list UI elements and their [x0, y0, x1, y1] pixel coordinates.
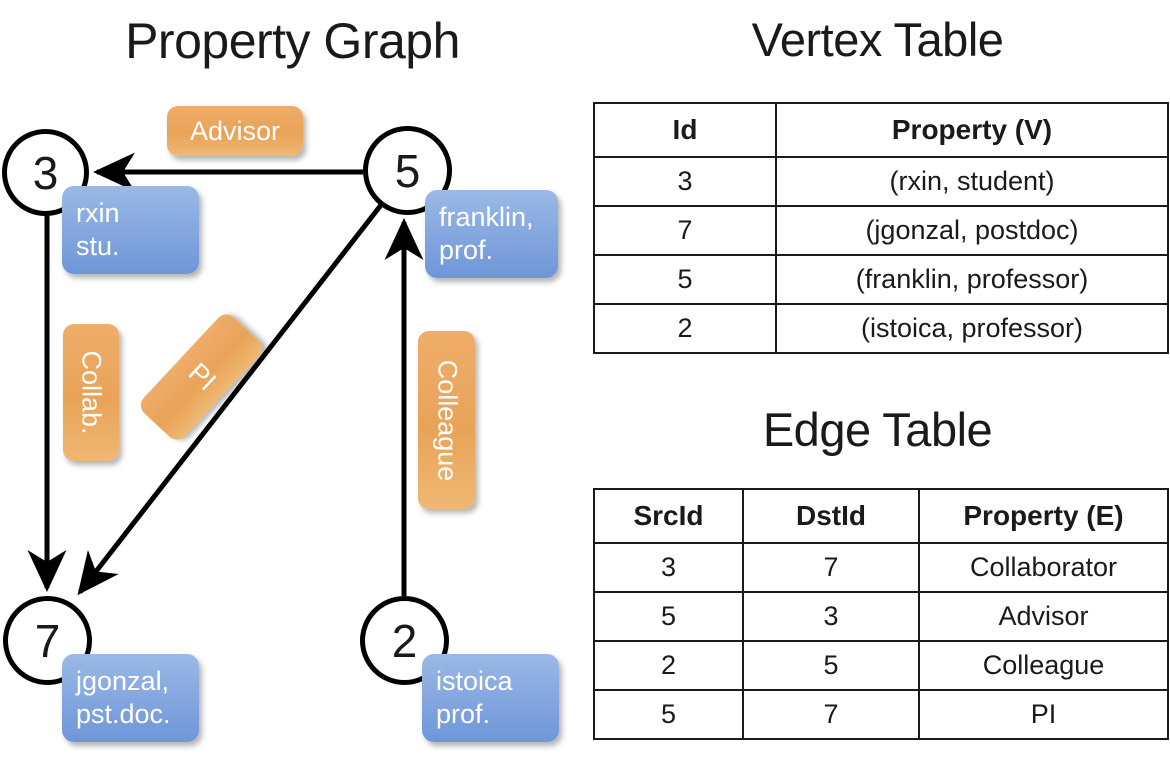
graph-edge-label-colleague-text: Colleague [432, 359, 462, 481]
graph-node-7-label: 7 [34, 614, 61, 667]
edge-cell-srcid: 5 [593, 689, 744, 740]
graph-node-2[interactable]: 2 [360, 596, 449, 685]
edge-cell-property: PI [918, 689, 1169, 740]
edge-table-header-row: SrcId DstId Property (E) [593, 488, 1169, 544]
graph-node-5-property-line1: franklin, [439, 202, 534, 232]
vertex-cell-id: 2 [593, 303, 777, 354]
edge-table: SrcId DstId Property (E) 3 7 Collaborato… [593, 488, 1169, 740]
graph-node-5-label: 5 [394, 144, 421, 197]
edge-cell-property: Collaborator [918, 542, 1169, 593]
graph-node-2-property-line1: istoica [436, 666, 513, 696]
graph-node-7-property-line1: jgonzal, [76, 666, 170, 696]
edge-cell-property: Colleague [918, 640, 1169, 691]
graph-node-3-property-box: rxin stu. [62, 186, 199, 274]
graph-node-2-label: 2 [391, 614, 418, 667]
edge-cell-srcid: 5 [593, 591, 744, 642]
vertex-cell-property: (jgonzal, postdoc) [775, 205, 1169, 256]
vertex-cell-property: (franklin, professor) [775, 254, 1169, 305]
edge-cell-srcid: 2 [593, 640, 744, 691]
table-row[interactable]: 7 (jgonzal, postdoc) [593, 205, 1169, 256]
graph-node-3-property-line2: stu. [76, 230, 120, 261]
edge-cell-dstid: 5 [742, 640, 920, 691]
graph-node-3-property-line1: rxin [76, 198, 120, 228]
page-title-property-graph: Property Graph [125, 13, 460, 69]
table-row[interactable]: 2 5 Colleague [593, 640, 1169, 691]
graph-node-3-label: 3 [32, 146, 59, 199]
vertex-cell-property: (rxin, student) [775, 156, 1169, 207]
edge-cell-srcid: 3 [593, 542, 744, 593]
table-row[interactable]: 3 7 Collaborator [593, 542, 1169, 593]
table-row[interactable]: 2 (istoica, professor) [593, 303, 1169, 354]
vertex-table-header-row: Id Property (V) [593, 102, 1169, 158]
edge-cell-dstid: 3 [742, 591, 920, 642]
vertex-table-header-id: Id [593, 102, 777, 158]
graph-edge-lines [27, 152, 424, 596]
edge-table-header-property: Property (E) [918, 488, 1169, 544]
table-row[interactable]: 5 3 Advisor [593, 591, 1169, 642]
page-title-vertex-table: Vertex Table [751, 13, 1004, 66]
graph-edge-label-advisor: Advisor [167, 106, 303, 156]
vertex-cell-id: 7 [593, 205, 777, 256]
graph-node-2-property-line2: prof. [436, 698, 491, 729]
graph-edge-label-collab-text: Collab. [76, 350, 107, 435]
graph-node-7-property-box: jgonzal, pst.doc. [62, 654, 199, 742]
edge-cell-dstid: 7 [742, 542, 920, 593]
vertex-table-header-property: Property (V) [775, 102, 1169, 158]
edge-table-header-dstid: DstId [742, 488, 920, 544]
vertex-table: Id Property (V) 3 (rxin, student) 7 (jgo… [593, 102, 1169, 354]
graph-edge-label-collab: Collab. [63, 324, 119, 461]
graph-node-2-property-box: istoica prof. [422, 654, 559, 742]
graph-node-5-property-box: franklin, prof. [425, 190, 558, 278]
property-graph-diagram: 3 5 7 2 rxin stu. franklin, prof. jgonza… [2, 106, 559, 742]
vertex-cell-property: (istoica, professor) [775, 303, 1169, 354]
vertex-cell-id: 3 [593, 156, 777, 207]
graph-edge-label-colleague: Colleague [418, 331, 475, 509]
edge-cell-property: Advisor [918, 591, 1169, 642]
edge-cell-dstid: 7 [742, 689, 920, 740]
table-row[interactable]: 5 7 PI [593, 689, 1169, 740]
graph-node-5[interactable]: 5 [363, 126, 452, 215]
table-row[interactable]: 3 (rxin, student) [593, 156, 1169, 207]
page-title-edge-table: Edge Table [762, 403, 993, 456]
graph-node-7-property-line2: pst.doc. [76, 698, 171, 729]
edge-table-header-srcid: SrcId [593, 488, 744, 544]
table-row[interactable]: 5 (franklin, professor) [593, 254, 1169, 305]
vertex-cell-id: 5 [593, 254, 777, 305]
graph-node-5-property-line2: prof. [439, 234, 494, 265]
graph-edge-label-pi-text: PI [182, 356, 222, 397]
graph-edge-label-advisor-text: Advisor [189, 115, 281, 146]
edge-line-5-to-7 [77, 203, 383, 596]
